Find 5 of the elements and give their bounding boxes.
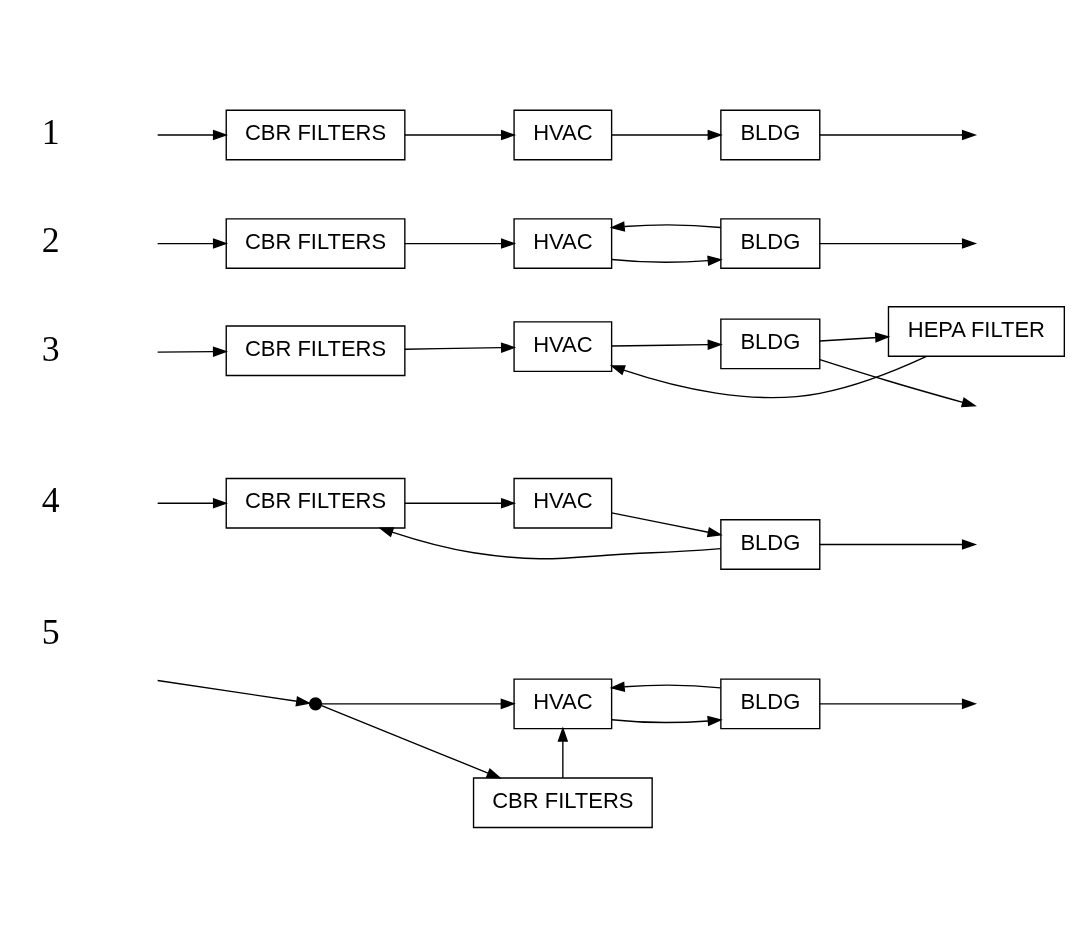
label: 3 [41, 328, 60, 369]
label: 1 [41, 111, 60, 152]
label: 2 [41, 220, 60, 261]
label: 5 [41, 611, 60, 652]
label: 4 [41, 479, 60, 520]
